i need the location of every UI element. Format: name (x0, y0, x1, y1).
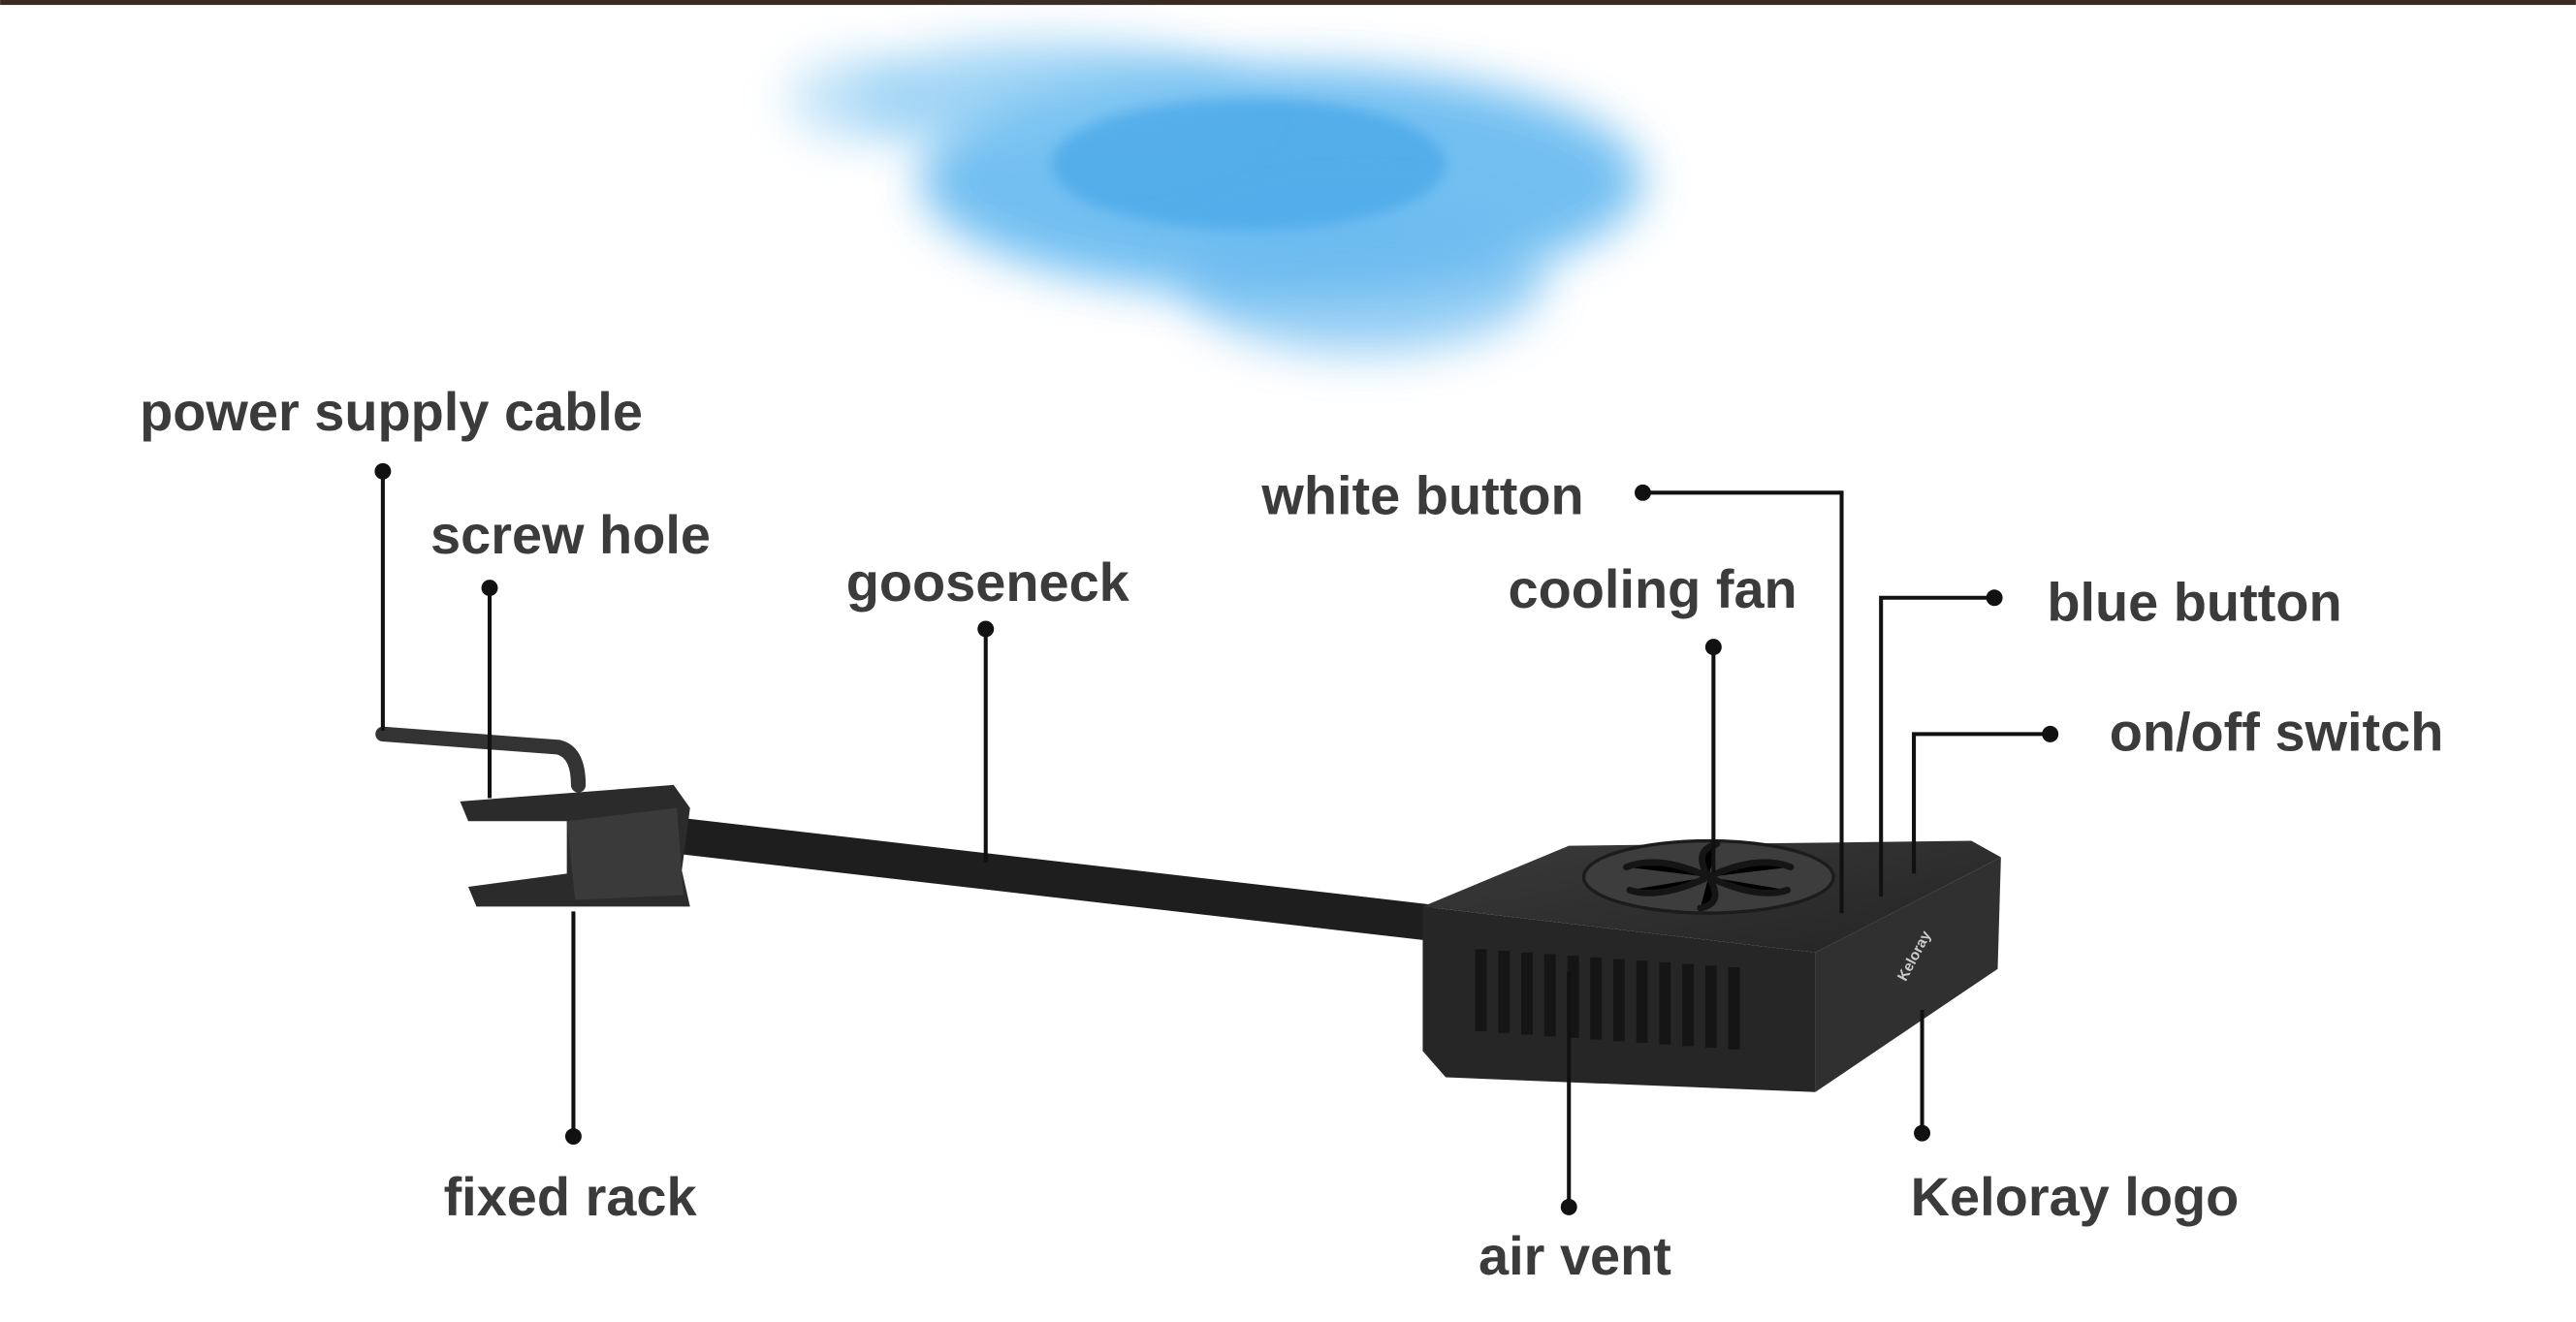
label-white-button: white button (1260, 464, 1583, 525)
callout-cooling-fan: cooling fan (1509, 558, 1797, 874)
label-blue-button: blue button (2047, 571, 2341, 632)
callout-gooseneck: gooseneck (846, 551, 1130, 863)
label-air-vent: air vent (1479, 1225, 1671, 1286)
label-fixed-rack: fixed rack (444, 1166, 698, 1227)
label-power-supply-cable: power supply cable (140, 381, 643, 442)
callout-screw-hole: screw hole (430, 504, 711, 799)
top-border (0, 0, 2576, 6)
callout-blue-button: blue button (1879, 571, 2342, 897)
label-gooseneck: gooseneck (846, 551, 1130, 613)
blue-paint-splash (788, 41, 1643, 354)
callout-white-button: white button (1260, 464, 1844, 914)
label-on-off-switch: on/off switch (2110, 701, 2444, 762)
gooseneck-arm (663, 816, 1435, 941)
label-screw-hole: screw hole (430, 504, 711, 565)
callout-power-supply-cable: power supply cable (140, 381, 643, 732)
fixed-rack-clamp (460, 784, 690, 907)
callout-on-off-switch: on/off switch (1912, 701, 2444, 874)
callout-fixed-rack: fixed rack (444, 911, 698, 1227)
label-keloray-logo: Keloray logo (1911, 1166, 2240, 1227)
label-cooling-fan: cooling fan (1509, 558, 1797, 619)
callout-air-vent: air vent (1479, 972, 1671, 1286)
power-cable (375, 726, 587, 793)
air-vent-slots (1475, 949, 1740, 1050)
device-box: Keloray (1422, 838, 2001, 1092)
callout-keloray-logo: Keloray logo (1911, 1010, 2240, 1227)
